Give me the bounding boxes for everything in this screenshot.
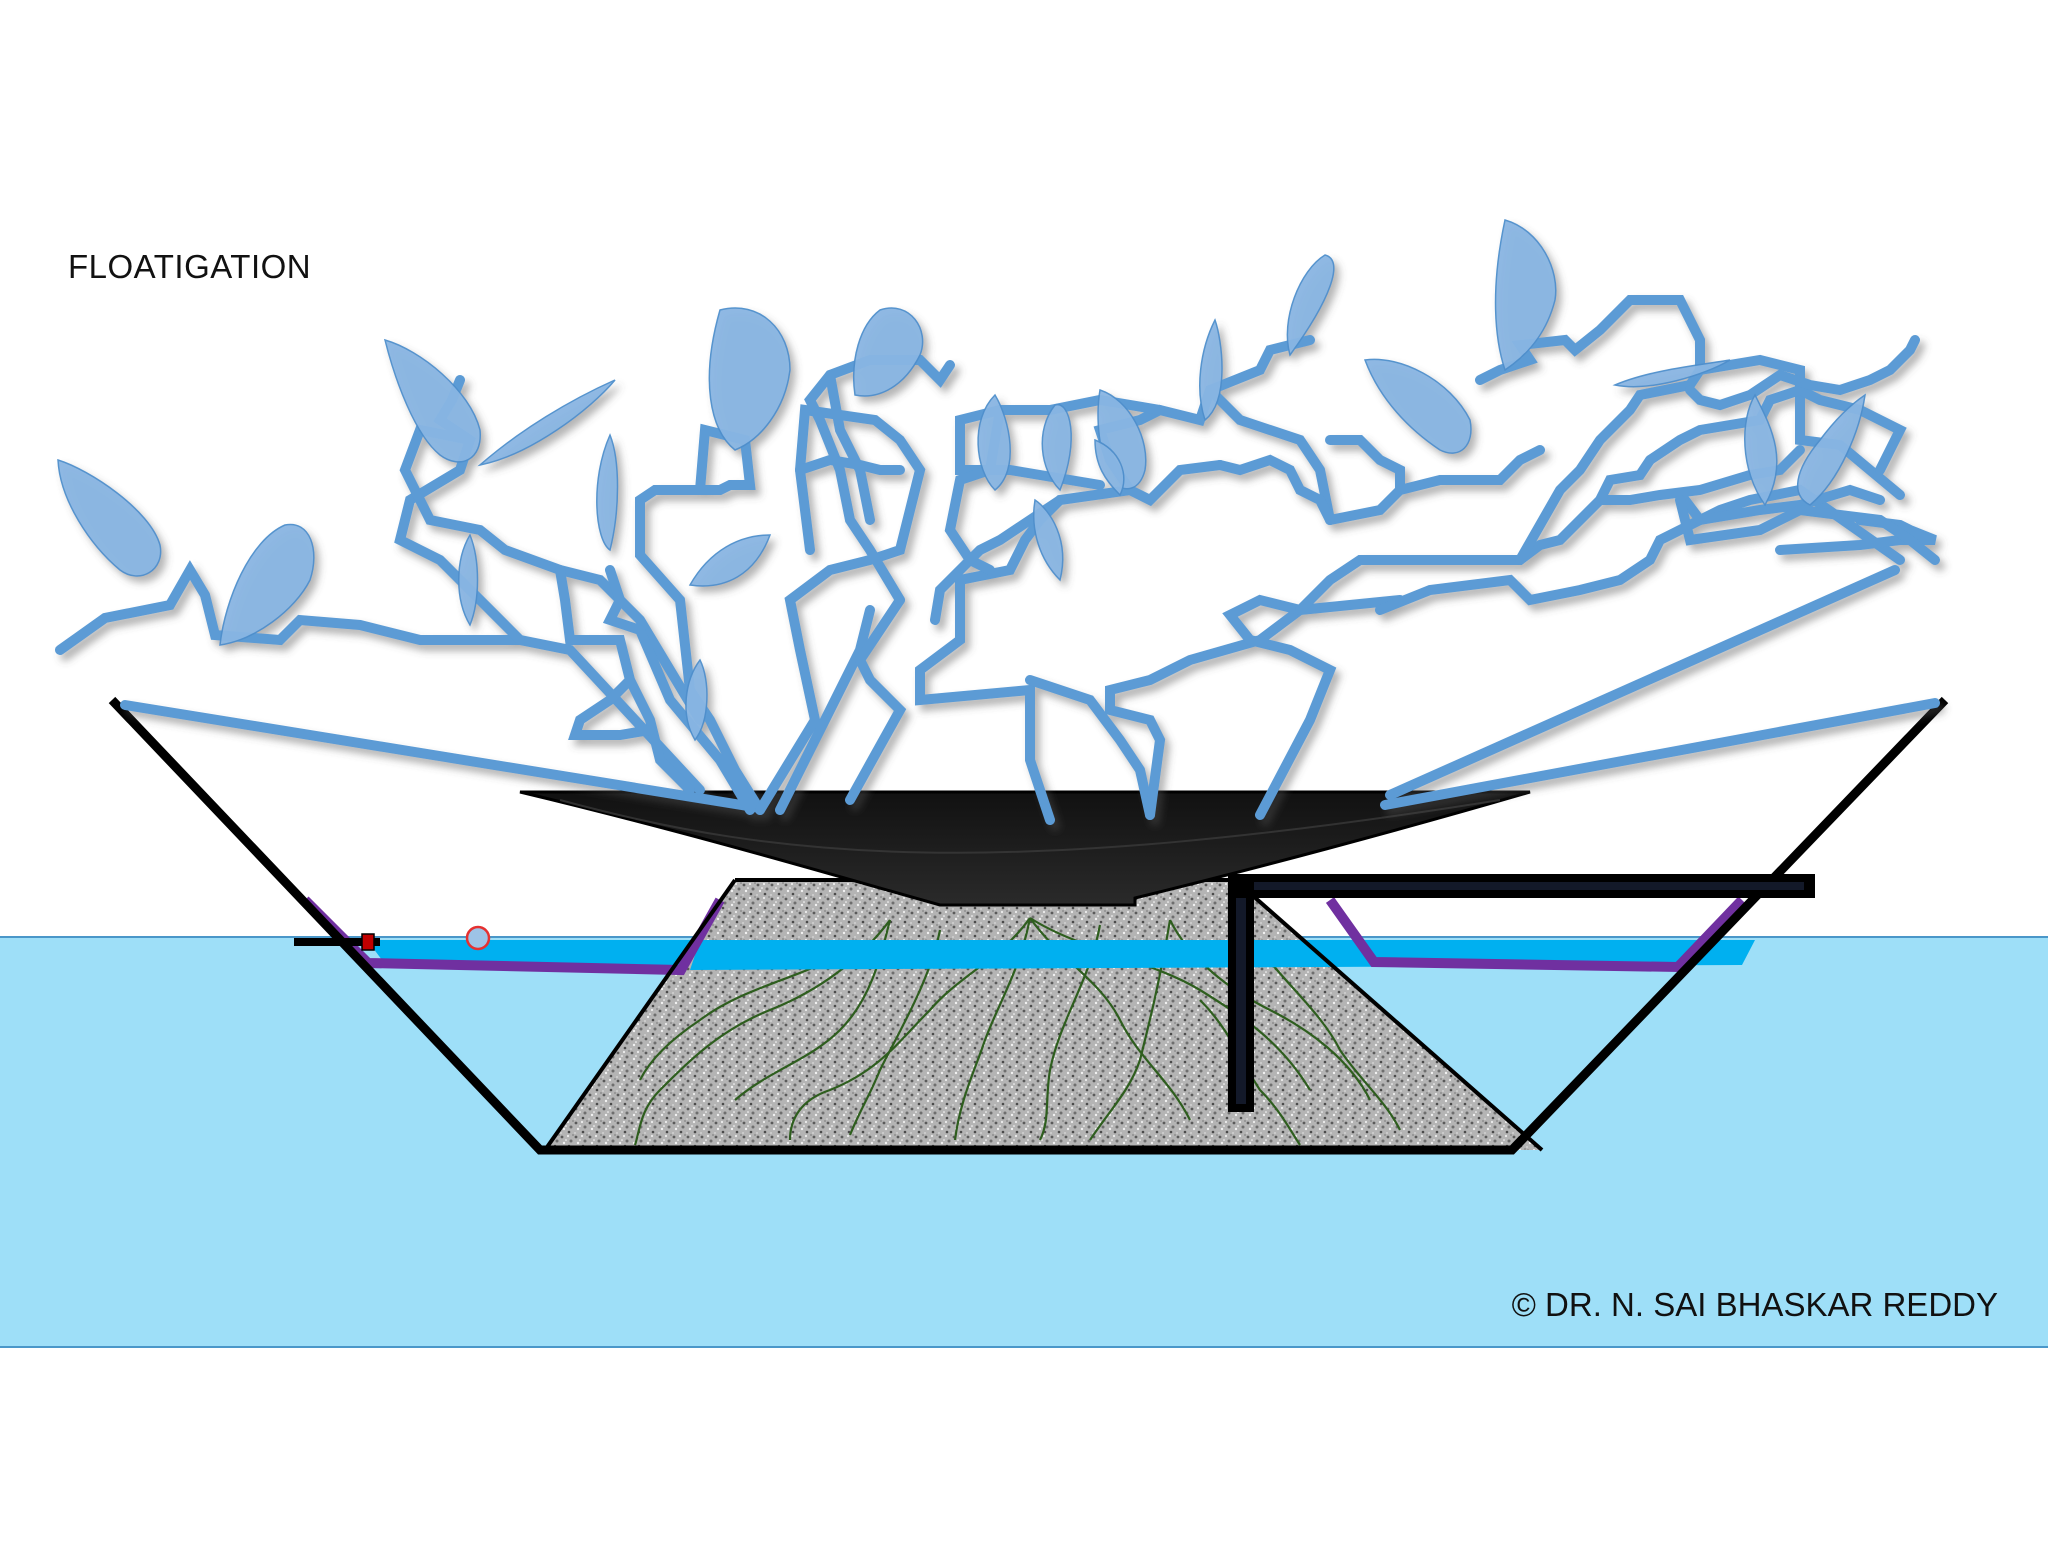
tray-rim <box>559 799 1501 854</box>
plant-canopy-icon <box>55 219 1940 825</box>
float-ball-icon <box>465 925 491 951</box>
plant-tray <box>519 790 1531 907</box>
media-bed-frame <box>543 878 737 1152</box>
diagram-title: FLOATIGATION <box>68 248 312 285</box>
drain-pipe <box>1228 874 1815 1112</box>
copyright-credit: © DR. N. SAI BHASKAR REDDY <box>1511 1286 1998 1323</box>
media-bed-frame-right <box>1233 878 1544 1152</box>
outlet-valve-icon <box>294 933 380 951</box>
vessel-frame <box>108 696 1949 1155</box>
